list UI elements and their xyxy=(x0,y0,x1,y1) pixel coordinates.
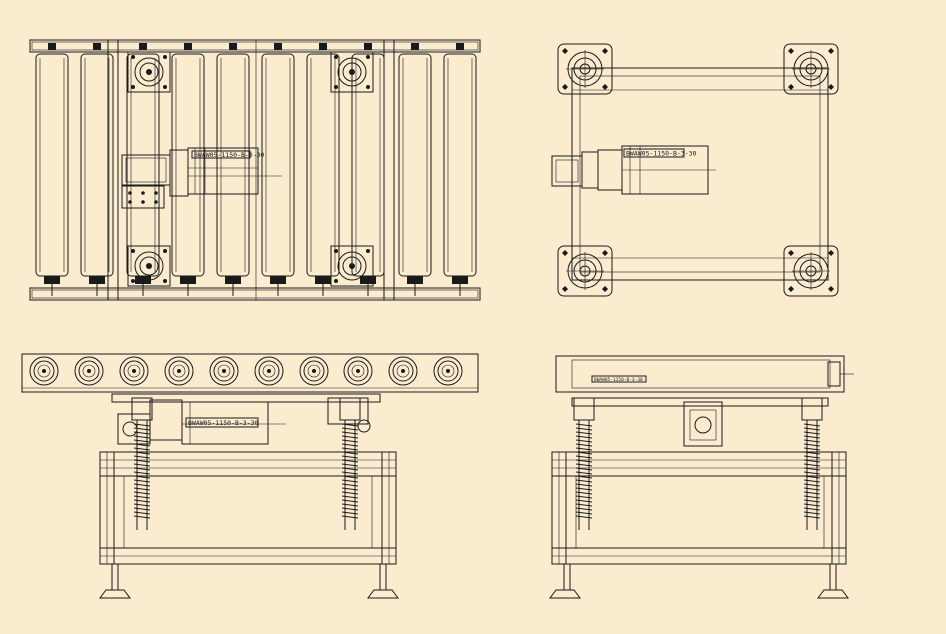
height-adjust-spindle xyxy=(339,397,361,530)
conveyor-frame xyxy=(29,39,481,301)
roller-end xyxy=(74,356,104,386)
side-view: BWAW05-1150-B-3-30 xyxy=(549,355,854,599)
roller xyxy=(171,43,205,296)
motor-label: BWAW05-1150-B-3-30 xyxy=(626,150,697,158)
roller xyxy=(398,43,432,296)
height-adjust-spindle xyxy=(573,397,595,530)
roller-end xyxy=(299,356,329,386)
bearing-plate xyxy=(330,51,374,93)
mounting-flange xyxy=(783,245,839,297)
roller-end xyxy=(29,356,59,386)
frame-outline xyxy=(571,67,829,281)
roller xyxy=(443,43,477,296)
roller xyxy=(126,43,160,296)
roller-side: BWAW05-1150-B-3-30 xyxy=(555,355,854,393)
roller-end xyxy=(388,356,418,386)
roller xyxy=(261,43,295,296)
bearing-plate xyxy=(127,51,171,93)
top-view: BWAW05-1150-B-3-30 xyxy=(29,39,481,301)
roller xyxy=(80,43,114,296)
mounting-flange xyxy=(557,43,613,95)
front-view: BWAW05-1150-B-3-30 xyxy=(21,353,479,599)
roller-end xyxy=(343,356,373,386)
gear-motor: BWAW05-1150-B-3-30 xyxy=(121,147,282,209)
end-top-view: BWAW05-1150-B-3-30 xyxy=(551,43,839,297)
support-frame xyxy=(549,397,849,599)
gear-motor: BWAW05-1150-B-3-30 xyxy=(551,145,716,195)
roller-beam xyxy=(21,353,479,393)
motor-label: BWAW05-1150-B-3-30 xyxy=(194,151,265,159)
bearing-plate xyxy=(127,245,171,287)
roller xyxy=(306,43,340,296)
roller-end xyxy=(254,356,284,386)
roller-end xyxy=(209,356,239,386)
gear-motor: BWAW05-1150-B-3-30 xyxy=(117,397,371,445)
roller xyxy=(216,43,250,296)
mounting-flange xyxy=(783,43,839,95)
roller-end-group xyxy=(29,356,463,386)
roller xyxy=(35,43,69,296)
motor-label: BWAW05-1150-B-3-30 xyxy=(594,377,643,383)
roller-end xyxy=(433,356,463,386)
bearing-plate xyxy=(330,245,374,287)
motor-label: BWAW05-1150-B-3-30 xyxy=(188,419,259,427)
height-adjust-spindle xyxy=(131,397,153,530)
support-frame xyxy=(99,393,399,599)
roller-end xyxy=(119,356,149,386)
mounting-flange xyxy=(557,245,613,297)
roller-end xyxy=(164,356,194,386)
height-adjust-spindle xyxy=(801,397,823,530)
